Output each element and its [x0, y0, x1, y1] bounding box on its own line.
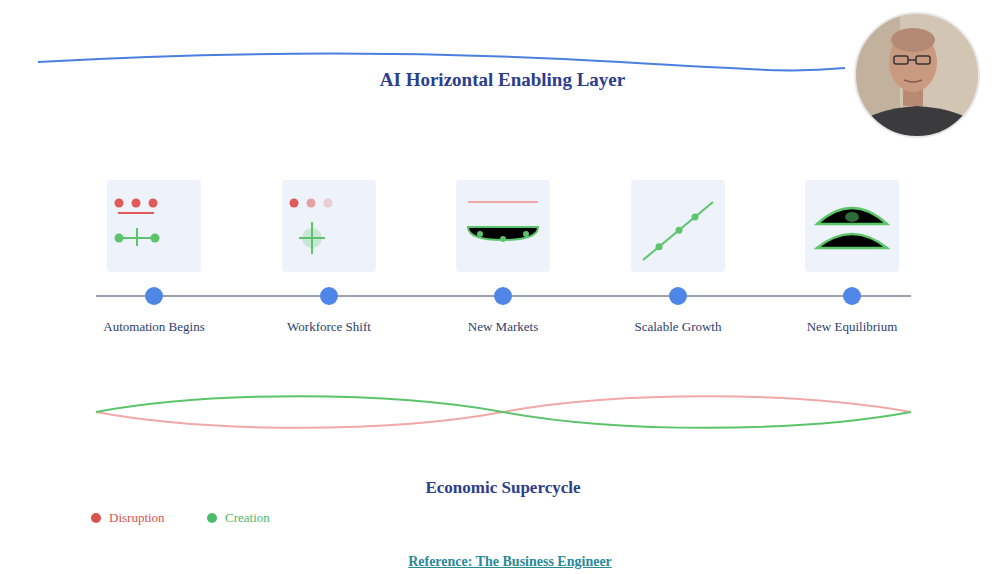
timeline-stage: New Markets [443, 180, 563, 340]
timeline-stage: Scalable Growth [618, 180, 738, 340]
reference-caption: Reference: The Business Engineer [210, 553, 810, 570]
legend-text: Disruption [109, 509, 165, 527]
stage-label: Automation Begins [94, 319, 214, 335]
automation-icon [115, 199, 160, 247]
creation-wave [96, 396, 911, 428]
stage-label: New Markets [443, 319, 563, 335]
enabling-layer-wave [38, 54, 845, 71]
legend-swatch [207, 513, 217, 523]
timeline-stage: Automation Begins [94, 180, 214, 340]
timeline-stage: Workforce Shift [269, 180, 389, 340]
section-heading: Economic Supercycle [203, 478, 803, 498]
stage-icon-boxes [107, 180, 899, 272]
equilibrium-icon [817, 208, 887, 248]
timeline-connector [563, 295, 618, 297]
timeline-dots [145, 287, 861, 305]
timeline-stage: New Equilibrium [792, 180, 912, 340]
stage-label: Workforce Shift [269, 319, 389, 335]
stage-label: Scalable Growth [618, 319, 738, 335]
legend-swatch [91, 513, 101, 523]
stage-label: New Equilibrium [792, 319, 912, 335]
webcam-portrait [845, 10, 990, 140]
timeline-connector [389, 295, 443, 297]
legend-text: Creation [225, 509, 270, 527]
disruption-wave [96, 396, 911, 428]
growth-icon [643, 202, 713, 260]
timeline-connector [738, 295, 792, 297]
workforce-icon [290, 199, 333, 255]
markets-icon [468, 202, 538, 242]
diagram-title: AI Horizontal Enabling Layer [0, 69, 1005, 91]
timeline-connector [214, 295, 269, 297]
